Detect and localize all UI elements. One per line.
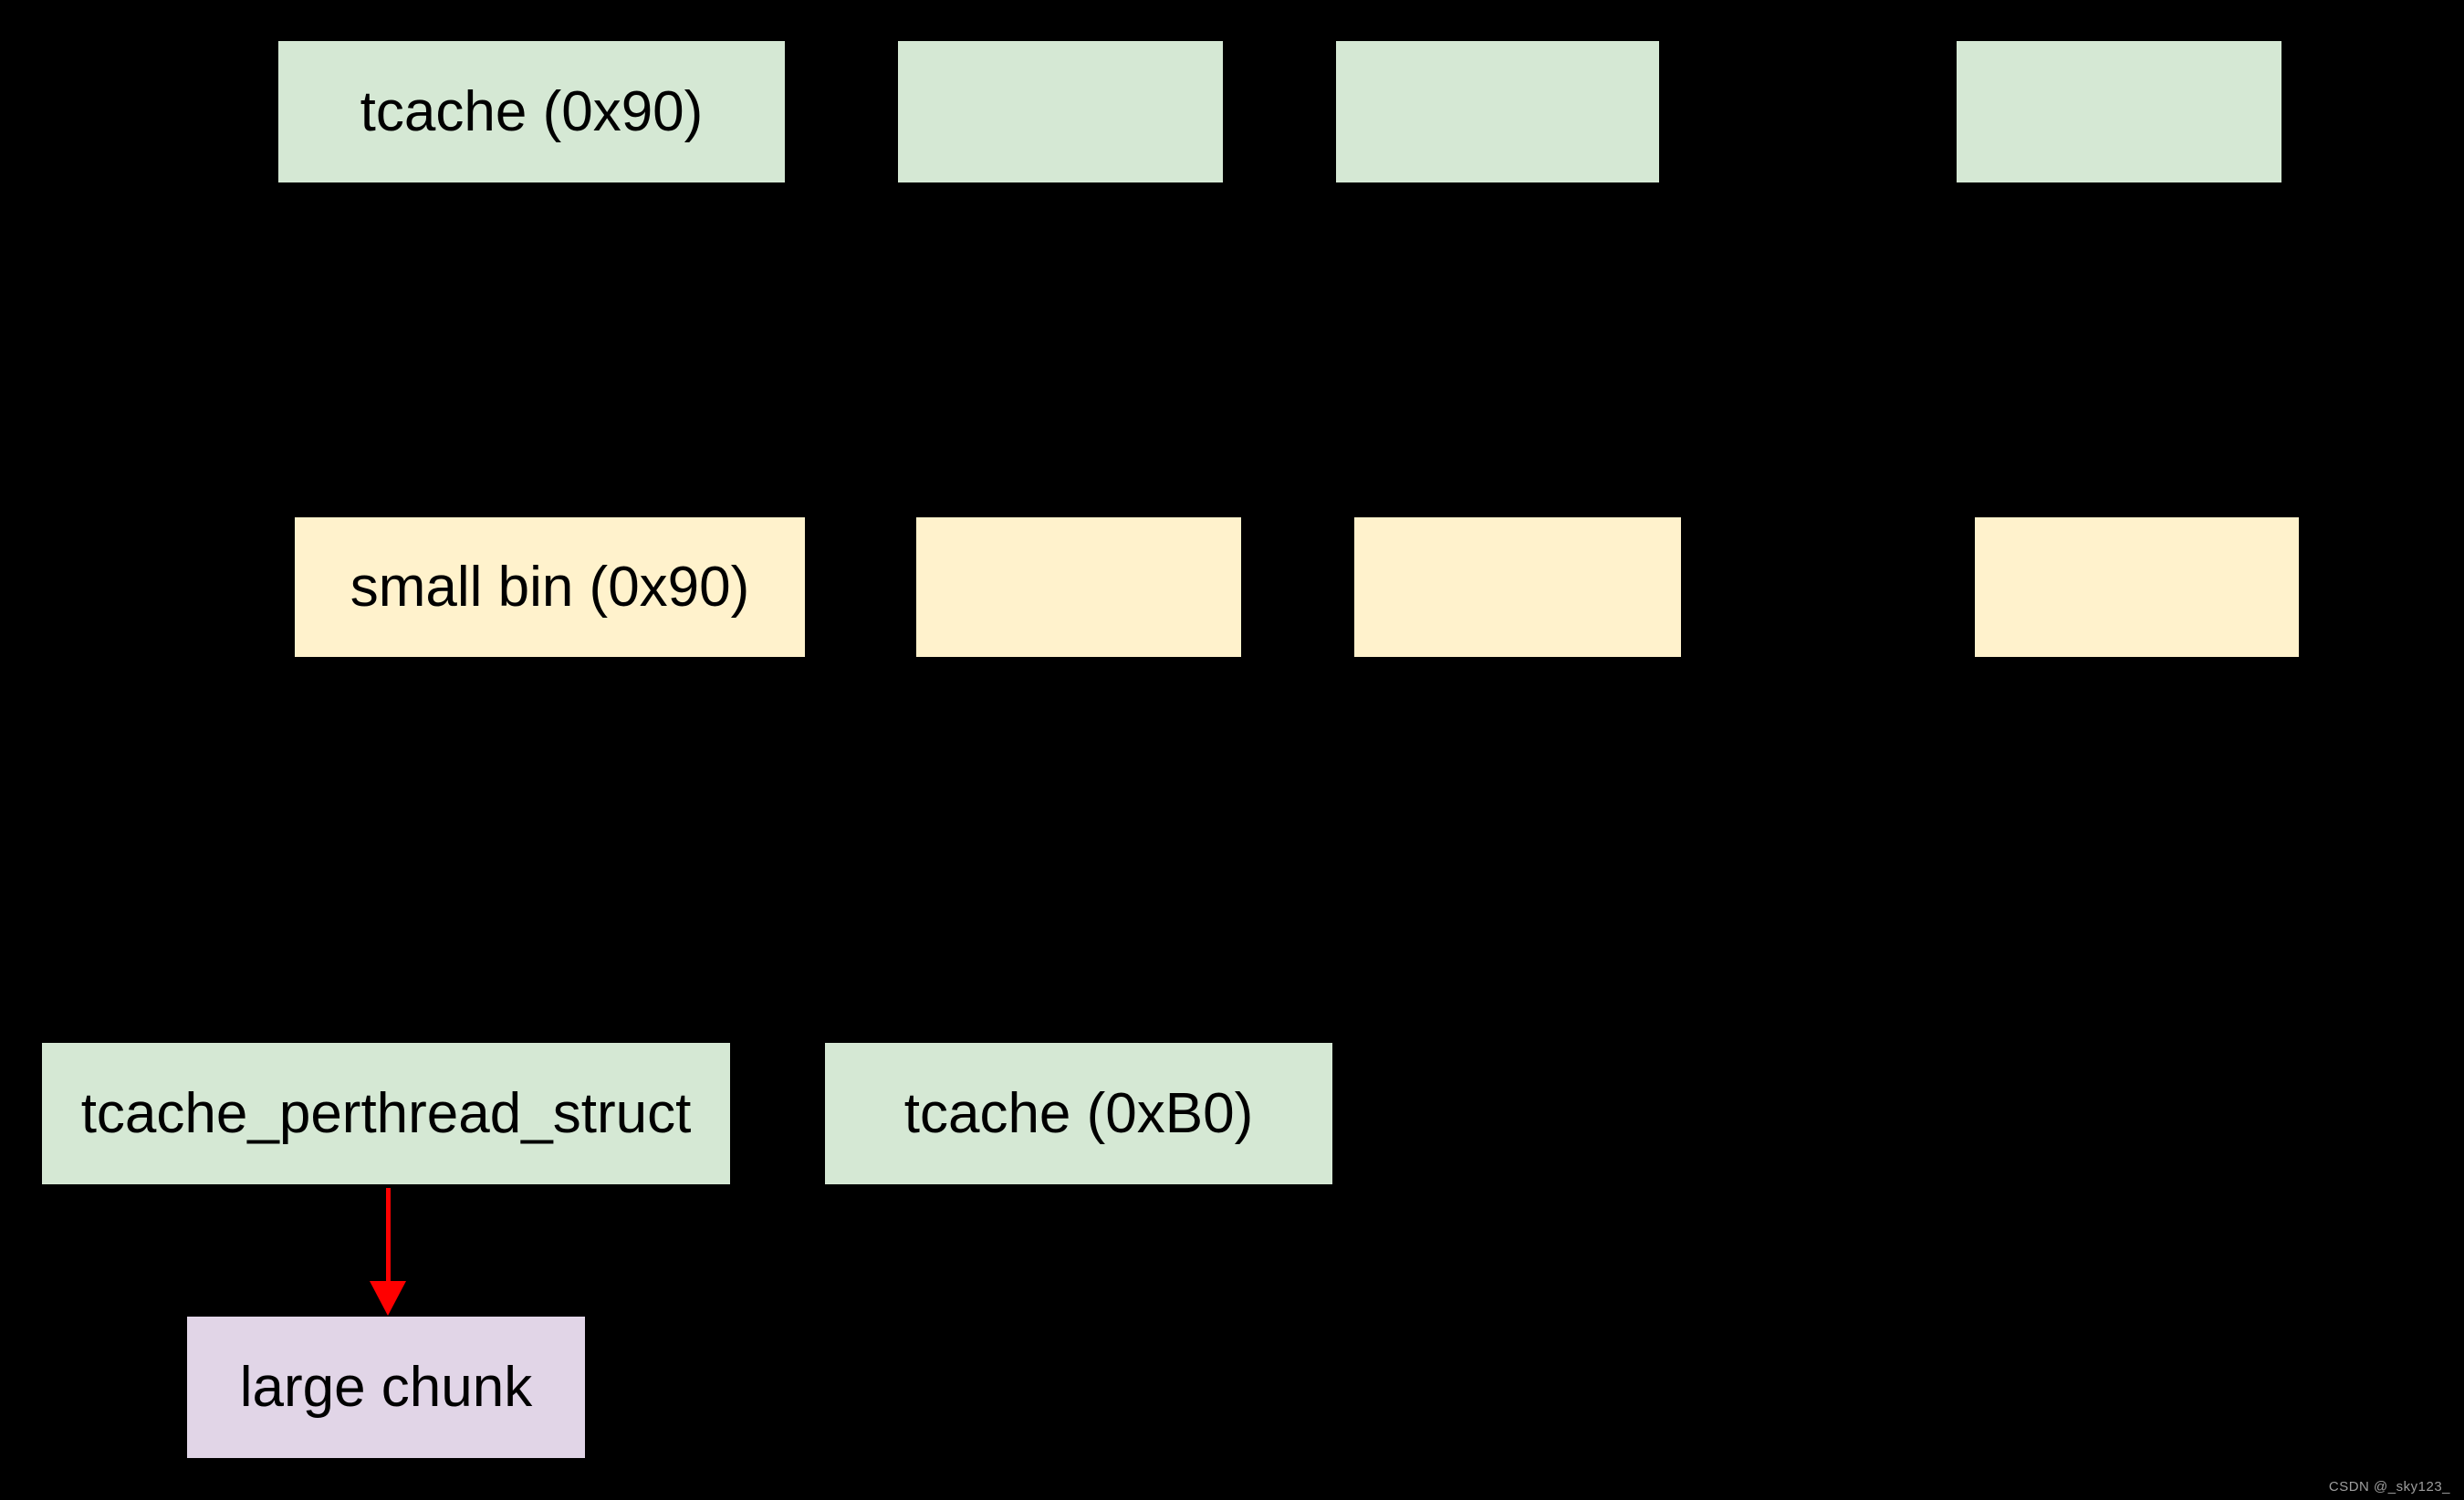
tcache-0x90-chunk-2 bbox=[1336, 41, 1659, 182]
tcache-perthread-struct-box: tcache_perthread_struct bbox=[42, 1043, 730, 1184]
arrow-line bbox=[386, 1188, 391, 1283]
tcache-0x90-head-box: tcache (0x90) bbox=[278, 41, 785, 182]
tcache-0x90-chunk-3 bbox=[1957, 41, 2281, 182]
csdn-watermark: CSDN @_sky123_ bbox=[2328, 1479, 2450, 1495]
tcache-0xb0-box: tcache (0xB0) bbox=[825, 1043, 1332, 1184]
arrow-head-icon bbox=[370, 1281, 406, 1316]
large-chunk-box: large chunk bbox=[187, 1317, 585, 1458]
small-bin-chunk-2 bbox=[1354, 517, 1681, 657]
small-bin-chunk-3 bbox=[1975, 517, 2299, 657]
small-bin-chunk-1 bbox=[916, 517, 1241, 657]
tcache-0x90-chunk-1 bbox=[898, 41, 1223, 182]
small-bin-0x90-head-box: small bin (0x90) bbox=[295, 517, 805, 657]
